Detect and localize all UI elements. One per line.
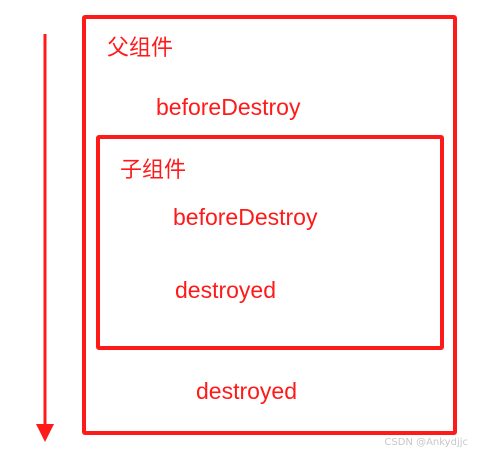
parent-before-destroy-label: beforeDestroy: [156, 94, 301, 120]
parent-component-box: [82, 15, 457, 435]
parent-destroyed-label: destroyed: [196, 378, 298, 404]
child-component-title: 子组件: [120, 158, 187, 183]
parent-component-title: 父组件: [107, 36, 174, 61]
watermark: CSDN @Ankydjjc: [384, 437, 468, 448]
child-destroyed-label: destroyed: [175, 277, 277, 303]
child-before-destroy-label: beforeDestroy: [173, 204, 318, 230]
child-component-box: [96, 135, 444, 350]
down-arrow-icon: [36, 34, 54, 442]
